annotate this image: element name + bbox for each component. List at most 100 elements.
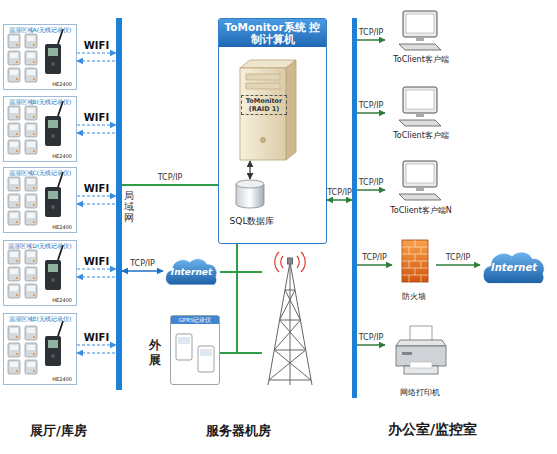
lan-bus: 局域网 <box>116 18 122 390</box>
client-monitor <box>399 87 441 126</box>
edge-label: TCP/IP <box>359 28 384 38</box>
client-label: ToClient客户端N <box>385 206 457 216</box>
connector-line <box>77 60 116 61</box>
office-bus <box>352 18 357 398</box>
connector <box>77 196 116 204</box>
gprs-logger-art <box>176 334 214 372</box>
radio-tower <box>269 380 311 381</box>
zone-title: 温湿区域A(无线记录仪) <box>4 26 76 33</box>
edge-label: TCP/IP <box>362 253 387 263</box>
connector-line <box>77 276 116 277</box>
connector <box>77 269 116 277</box>
radio-tower <box>285 290 295 291</box>
edge-label: TCP/IP <box>158 173 183 183</box>
network-printer <box>410 362 432 368</box>
connector-line <box>77 203 116 204</box>
internet-node: Internet <box>163 257 220 287</box>
radio-tower <box>290 262 291 385</box>
client-monitor <box>399 161 441 200</box>
cloud-label: Internet <box>480 262 548 274</box>
zone-box: 温湿区域A(无线记录仪)HE2400 <box>3 24 77 90</box>
connector <box>327 200 352 201</box>
tower-node <box>262 258 318 385</box>
internet-node: Internet <box>480 250 548 286</box>
network-printer <box>396 326 446 374</box>
device-model: HE2400 <box>52 376 72 382</box>
connector <box>77 53 116 61</box>
client-node: ToClient客户端N <box>385 158 457 216</box>
zone-box: 温湿区域E(无线记录仪)HE2400 <box>3 313 77 385</box>
connector <box>357 190 385 191</box>
radio-tower <box>280 320 301 321</box>
edge-label: TCP/IP <box>130 259 155 269</box>
database-label: SQL数据库 <box>221 216 283 227</box>
connector <box>357 113 385 114</box>
client-monitor <box>399 11 441 50</box>
connector-line <box>122 270 163 272</box>
connector-line <box>77 124 116 125</box>
connector-line <box>220 352 262 354</box>
connector-line <box>77 352 116 353</box>
connector-line <box>122 184 218 186</box>
logger-group-art <box>8 29 63 374</box>
connector <box>220 272 262 273</box>
client-label: ToClient客户端 <box>385 131 457 141</box>
radio-tower <box>281 256 283 268</box>
radio-tower <box>268 252 312 385</box>
logger-group-art <box>8 29 63 82</box>
client-node: ToClient客户端 <box>385 8 457 65</box>
radio-tower <box>275 252 279 272</box>
connector-line <box>77 52 116 53</box>
cloud-label: Internet <box>163 267 220 278</box>
network-printer <box>410 326 432 341</box>
connector-line <box>77 132 116 133</box>
connector <box>357 40 385 41</box>
area-label: 展厅/库房 <box>30 423 87 439</box>
connector <box>220 353 262 354</box>
connector <box>357 265 392 266</box>
zone-title: 温湿区域D(无线记录仪) <box>4 242 76 249</box>
connector-line <box>357 264 392 266</box>
connector-line <box>77 344 116 345</box>
logger-group-art <box>8 245 63 298</box>
edge-label: TCP/IP <box>327 188 352 198</box>
gprs-logger-art <box>176 334 192 360</box>
radio-tower <box>268 262 290 385</box>
zone-box: 温湿区域B(无线记录仪)HE2400 <box>3 96 77 162</box>
zone-title: 温湿区域C(无线记录仪) <box>4 169 76 176</box>
edge-label: TCP/IP <box>359 333 384 343</box>
gprs-logger-art <box>198 346 214 372</box>
server-label: ToMonitor (RAID 1) <box>241 95 287 115</box>
connector <box>250 161 251 179</box>
server-tower <box>246 83 280 89</box>
area-label: 办公室/监控室 <box>388 421 477 437</box>
connector <box>122 185 218 186</box>
firewall-label: 防火墙 <box>392 292 436 302</box>
logger-group-art <box>8 321 63 374</box>
connector-line <box>249 161 250 179</box>
connector <box>436 265 480 266</box>
zone-title: 温湿区域B(无线记录仪) <box>4 98 76 105</box>
connector-line <box>327 199 352 201</box>
connector <box>357 345 385 346</box>
database-cylinder <box>236 180 264 208</box>
edge-label: WIFI <box>84 184 109 194</box>
area-label: 服务器机房 <box>206 423 271 439</box>
server-tower <box>240 68 286 160</box>
connector-line <box>357 112 385 114</box>
edge-label: WIFI <box>84 333 109 343</box>
server-tower <box>240 60 296 160</box>
connector-line <box>357 39 385 41</box>
connector <box>122 271 163 272</box>
gprs-logger-art <box>200 349 212 356</box>
server-tower <box>246 74 280 80</box>
device-model: HE2400 <box>52 224 72 230</box>
printer-label: 网络打印机 <box>385 388 455 398</box>
connector-line <box>357 189 385 191</box>
database-cylinder <box>236 180 264 188</box>
connector <box>77 125 116 133</box>
database-node: SQL数据库 <box>227 179 277 227</box>
server-tower <box>261 138 266 143</box>
server-tower <box>286 60 296 160</box>
